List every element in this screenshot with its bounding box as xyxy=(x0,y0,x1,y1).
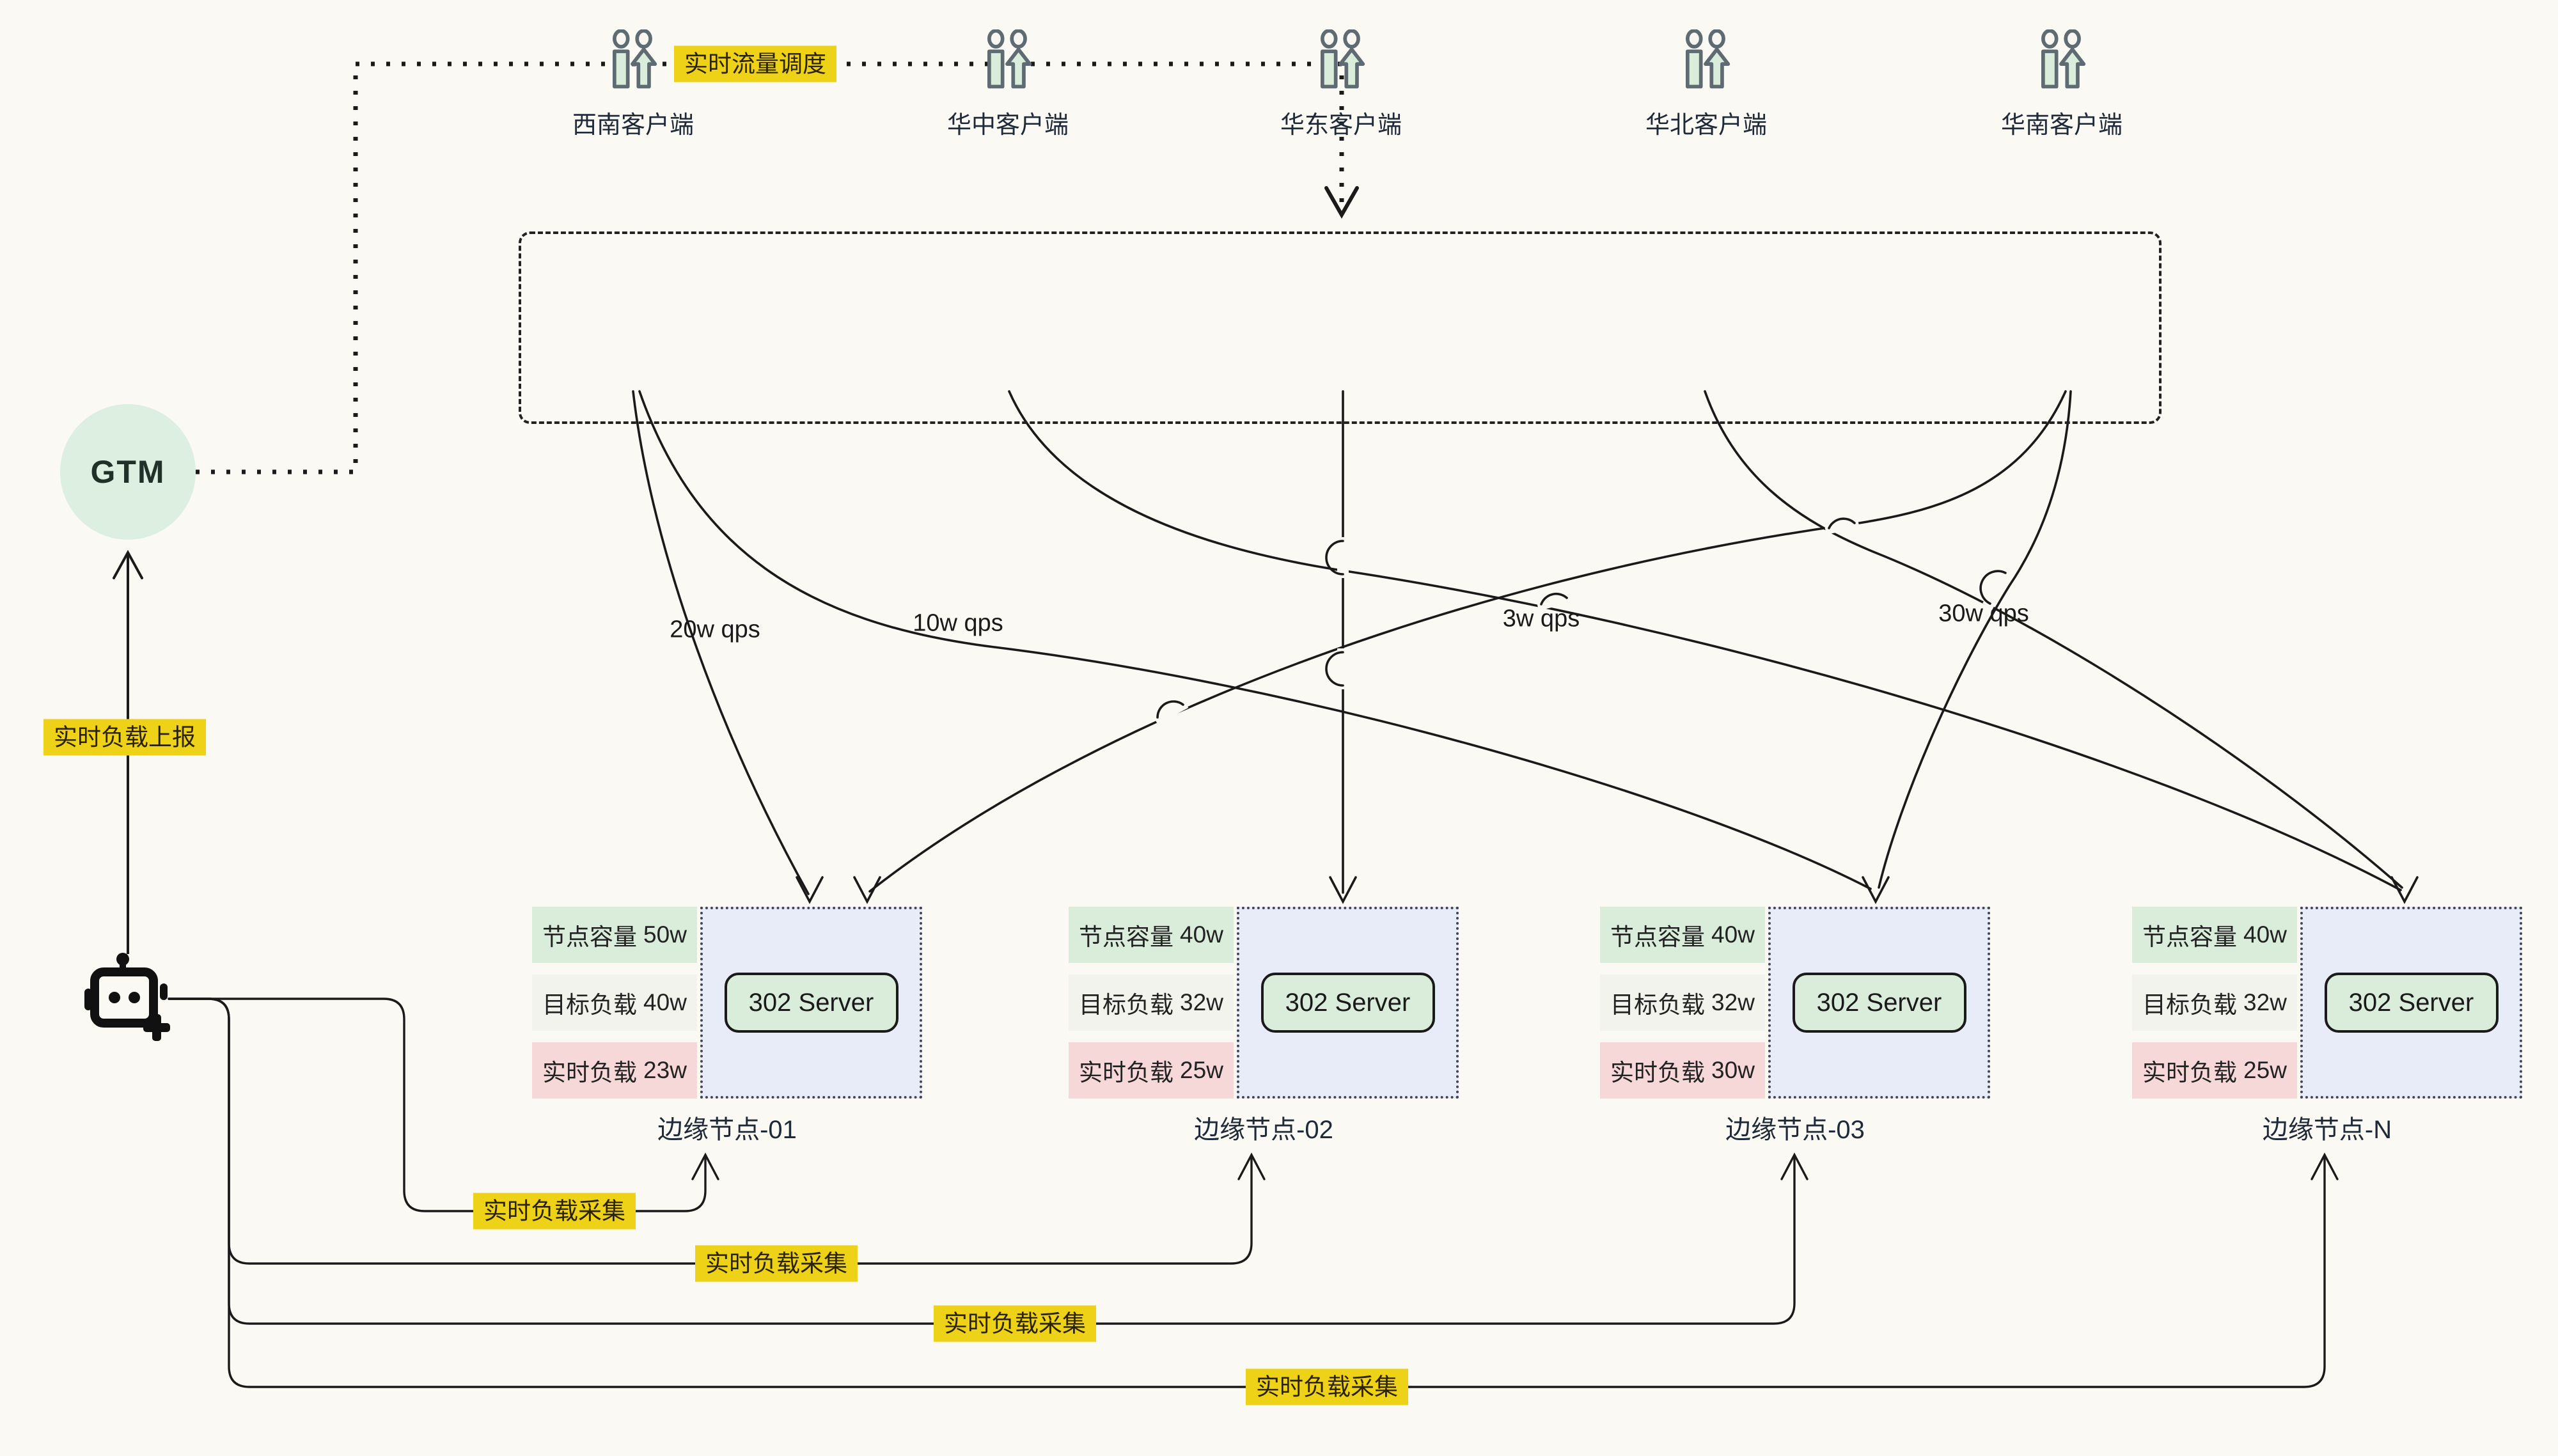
node-title: 边缘节点-01 xyxy=(657,1116,797,1144)
collect-line-nodeN xyxy=(168,998,2326,1388)
gtm-node: GTM xyxy=(60,404,196,540)
hop-arc xyxy=(1540,592,1568,606)
node-title: 边缘节点-02 xyxy=(1194,1116,1333,1144)
client-label: 华中客户端 xyxy=(946,112,1069,139)
users-icon xyxy=(1321,29,1365,89)
collect-arrowhead-node03 xyxy=(1780,1152,1809,1180)
users-icon xyxy=(2041,29,2086,89)
gtm-scheduling-dotted-line xyxy=(196,61,1344,474)
client-east: 华东客户端 xyxy=(1280,29,1402,140)
client-label: 华南客户端 xyxy=(2000,112,2123,139)
server-302: 302 Server xyxy=(724,973,898,1033)
hop-arc xyxy=(1156,700,1184,719)
load-collect-chip-4: 实时负载采集 xyxy=(1246,1368,1408,1405)
node-title: 边缘节点-N xyxy=(2262,1116,2392,1144)
load-report-arrowhead xyxy=(113,549,143,579)
hop-erasers xyxy=(1152,517,2013,724)
server-panel: 302 Server xyxy=(2300,907,2522,1099)
gtm-scheduling-arrowhead xyxy=(1324,186,1359,219)
load-report-chip: 实时负载上报 xyxy=(43,719,206,756)
flow-label-3w: 3w qps xyxy=(1502,605,1580,632)
collect-line-node01 xyxy=(168,998,707,1212)
hop-arc xyxy=(1325,540,1344,575)
client-central: 华中客户端 xyxy=(947,29,1069,140)
traffic-scheduling-chip: 实时流量调度 xyxy=(674,45,836,82)
collect-arrowhead-node02 xyxy=(1237,1152,1266,1180)
arrowhead-node02 xyxy=(1329,876,1357,904)
client-southwest: 西南客户端 xyxy=(572,29,694,140)
flow-label-20w: 20w qps xyxy=(670,616,760,643)
collect-arrowhead-nodeN xyxy=(2311,1152,2339,1180)
arrowhead-node01-a xyxy=(796,876,824,904)
server-panel: 302 Server xyxy=(700,907,922,1099)
load-collect-chip-1: 实时负载采集 xyxy=(473,1193,636,1230)
client-label: 华东客户端 xyxy=(1280,112,1402,139)
gtm-label: GTM xyxy=(90,454,166,490)
hop-arc xyxy=(1325,651,1344,687)
flow-central-to-nodeN xyxy=(1008,390,2402,891)
arrowhead-node01-b xyxy=(853,876,881,904)
client-north: 华北客户端 xyxy=(1645,29,1767,140)
flow-south-to-node01 xyxy=(868,390,2067,893)
flow-label-30w: 30w qps xyxy=(1938,600,2029,627)
flow-southwest-to-node03 xyxy=(638,390,1872,890)
server-302: 302 Server xyxy=(1260,973,1435,1033)
server-302: 302 Server xyxy=(1792,973,1966,1033)
monitor-robot-icon xyxy=(84,951,171,1054)
hop-arc xyxy=(1979,570,2007,605)
load-collect-chip-2: 实时负载采集 xyxy=(695,1245,858,1282)
collect-arrowhead-node01 xyxy=(691,1152,719,1180)
client-label: 华北客户端 xyxy=(1645,112,1768,139)
client-label: 西南客户端 xyxy=(572,112,694,139)
users-icon xyxy=(1686,29,1730,89)
flow-north-to-nodeN xyxy=(1704,390,2403,889)
load-collect-chip-3: 实时负载采集 xyxy=(934,1305,1096,1342)
collect-line-node03 xyxy=(168,998,1796,1325)
flow-label-10w: 10w qps xyxy=(913,609,1003,637)
arrowhead-nodeN xyxy=(2390,876,2419,904)
flow-south-to-node03 xyxy=(1878,390,2072,889)
server-panel: 302 Server xyxy=(1237,907,1459,1099)
client-south: 华南客户端 xyxy=(2001,29,2123,140)
server-panel: 302 Server xyxy=(1768,907,1990,1099)
arrowhead-node03 xyxy=(1862,876,1890,904)
users-icon xyxy=(987,29,1032,89)
flow-southwest-to-node01 xyxy=(632,390,810,895)
clients-region-box xyxy=(519,231,2162,424)
users-icon xyxy=(613,29,657,89)
server-302: 302 Server xyxy=(2324,973,2499,1033)
hop-arc xyxy=(1828,517,1856,529)
node-title: 边缘节点-03 xyxy=(1725,1116,1865,1144)
